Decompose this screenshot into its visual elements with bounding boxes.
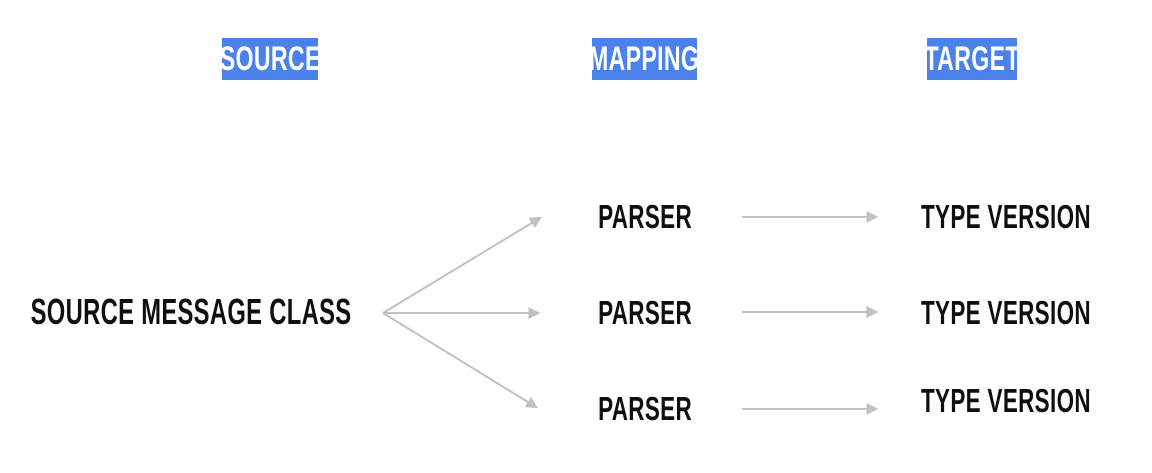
parser-node-1: PARSER (585, 197, 705, 235)
column-header-source: SOURCE (219, 38, 321, 80)
column-header-source-label: SOURCE (219, 40, 321, 78)
source-message-class-node: SOURCE MESSAGE CLASS (30, 291, 352, 332)
parser-node-1-label: PARSER (598, 197, 692, 235)
type-version-node-2-label: TYPE VERSION (921, 293, 1091, 331)
parser-node-3: PARSER (585, 389, 705, 427)
parser-node-3-label: PARSER (598, 389, 692, 427)
parser-node-2-label: PARSER (598, 293, 692, 331)
source-message-class-label: SOURCE MESSAGE CLASS (30, 291, 352, 332)
fan-arrow-bottom (382, 312, 539, 409)
type-version-node-1: TYPE VERSION (916, 197, 1096, 235)
column-header-mapping-label: MAPPING (589, 40, 700, 78)
type-version-node-3-label: TYPE VERSION (921, 381, 1091, 419)
type-version-node-1-label: TYPE VERSION (921, 197, 1091, 235)
type-version-node-2: TYPE VERSION (916, 293, 1096, 331)
column-header-target: TARGET (924, 38, 1020, 80)
column-header-target-label: TARGET (924, 40, 1020, 78)
type-version-node-3: TYPE VERSION (916, 381, 1096, 419)
fan-arrow-top (382, 216, 543, 314)
column-header-mapping: MAPPING (589, 38, 700, 80)
parser-node-2: PARSER (585, 293, 705, 331)
